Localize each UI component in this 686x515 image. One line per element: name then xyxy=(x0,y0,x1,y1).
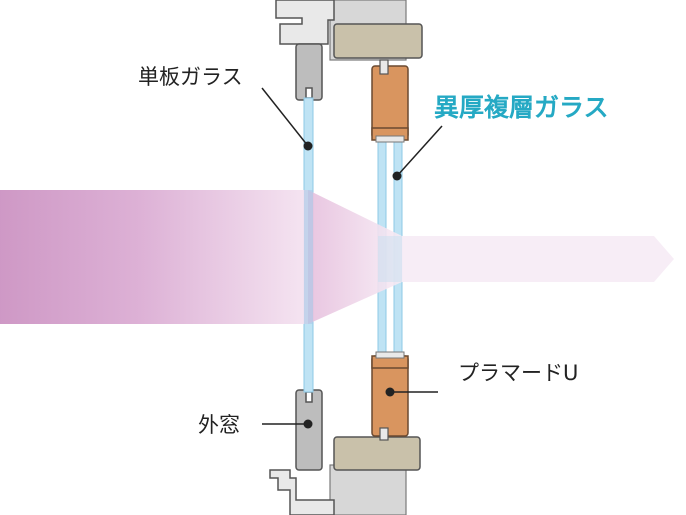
leader-dot-icon xyxy=(303,419,313,429)
label-plamade-u: プラマードU xyxy=(458,361,578,385)
leader-multilayer-glass xyxy=(392,125,443,181)
inner-frame-top xyxy=(371,59,409,141)
leader-single-glass xyxy=(261,87,313,151)
leader-dot-icon xyxy=(385,387,395,397)
multilayer-glass-overlay xyxy=(378,236,402,282)
leader-plamade-u xyxy=(385,387,438,397)
heat-beam xyxy=(0,190,674,324)
leader-outer-window xyxy=(262,419,313,429)
bottom-sill xyxy=(333,436,421,471)
label-multilayer-glass: 異厚複層ガラス xyxy=(434,93,609,122)
label-outer-window: 外窓 xyxy=(198,413,240,437)
leader-dot-icon xyxy=(392,171,402,181)
inner-frame-bottom xyxy=(371,355,409,441)
outer-frame-bottom xyxy=(269,389,335,515)
leader-dot-icon xyxy=(303,141,313,151)
wall-bottom xyxy=(329,464,407,515)
top-casing xyxy=(333,23,423,59)
outer-frame-top xyxy=(275,0,335,101)
label-single-glass: 単板ガラス xyxy=(138,65,243,89)
single-glass-overlay xyxy=(304,190,313,324)
